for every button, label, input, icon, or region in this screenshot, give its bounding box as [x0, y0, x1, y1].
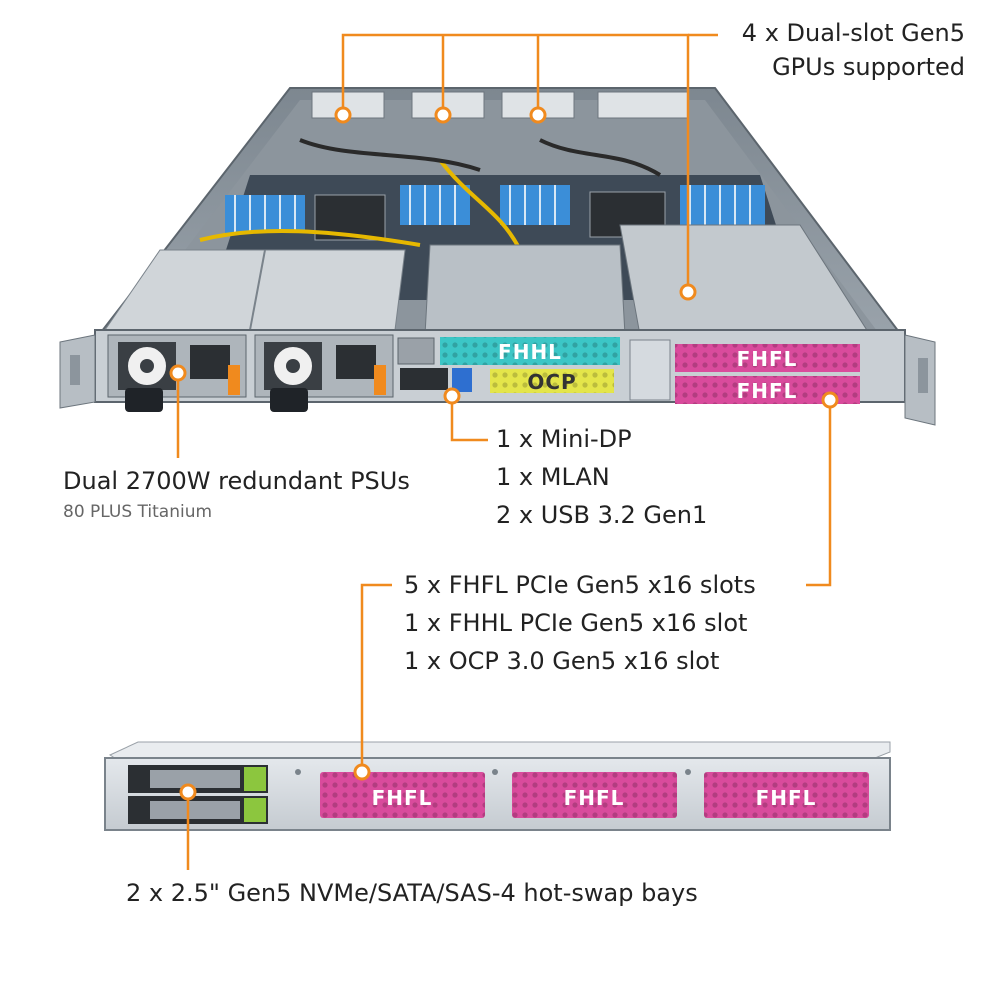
- drive-bay: [128, 765, 268, 793]
- ports-callout-line-2: 1 x MLAN: [496, 463, 610, 491]
- slots-callout-line-3: 1 x OCP 3.0 Gen5 x16 slot: [404, 647, 720, 675]
- slots-callout-line-1: 5 x FHFL PCIe Gen5 x16 slots: [404, 571, 756, 599]
- callout-dots: [169, 106, 839, 801]
- slots-callout-line-2: 1 x FHHL PCIe Gen5 x16 slot: [404, 609, 748, 637]
- ports-callout-line-1: 1 x Mini-DP: [496, 425, 632, 453]
- drive-bay: [128, 796, 268, 824]
- gpu-callout-line-1: 4 x Dual-slot Gen5: [741, 19, 965, 47]
- front-slot-label-1: FHFL: [372, 786, 433, 810]
- callout-leader-lines: [176, 33, 832, 870]
- front-slot-label-2: FHFL: [564, 786, 625, 810]
- gpu-callout-line-2: GPUs supported: [772, 53, 965, 81]
- bays-callout: 2 x 2.5" Gen5 NVMe/SATA/SAS-4 hot-swap b…: [126, 874, 698, 912]
- slot-label-fhfl-bottom: FHFL: [737, 379, 798, 403]
- gpu-callout: 4 x Dual-slot Gen5 GPUs supported: [742, 16, 965, 84]
- slots-callout: 5 x FHFL PCIe Gen5 x16 slots 1 x FHHL PC…: [404, 566, 756, 680]
- bays-callout-text: 2 x 2.5" Gen5 NVMe/SATA/SAS-4 hot-swap b…: [126, 879, 698, 907]
- front-slot-label-3: FHFL: [756, 786, 817, 810]
- server-chassis-top: FHHL OCP FHFL FHFL: [59, 87, 936, 426]
- slot-label-ocp: OCP: [527, 370, 576, 394]
- psu-fan: [264, 342, 322, 390]
- psu-callout-subtitle: 80 PLUS Titanium: [63, 502, 213, 522]
- ports-callout-line-3: 2 x USB 3.2 Gen1: [496, 501, 708, 529]
- psu-callout: Dual 2700W redundant PSUs 80 PLUS Titani…: [63, 462, 410, 524]
- server-chassis-front: FHFL FHFL FHFL: [104, 741, 891, 831]
- psu-callout-title: Dual 2700W redundant PSUs: [63, 467, 410, 495]
- psu-fan: [118, 342, 176, 390]
- slot-label-fhhl: FHHL: [498, 340, 562, 364]
- ports-callout: 1 x Mini-DP 1 x MLAN 2 x USB 3.2 Gen1: [496, 420, 707, 534]
- slot-label-fhfl-top: FHFL: [737, 347, 798, 371]
